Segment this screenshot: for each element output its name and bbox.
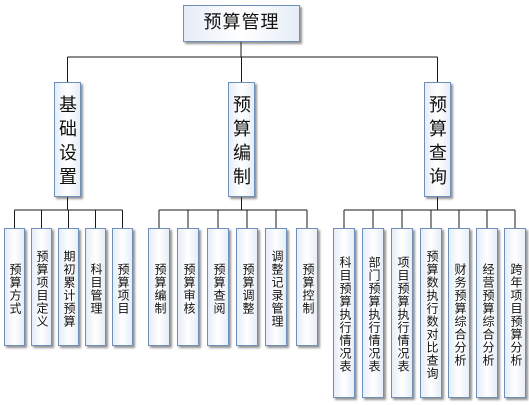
leaf-label: 财务预算综合分析 (453, 262, 467, 367)
leaf-label: 部门预算执行情况表 (367, 256, 381, 373)
leaf-node: 科目预算执行情况表 (333, 228, 355, 398)
leaf-label: 预算调整 (241, 262, 255, 315)
group-label: 预算编制 (230, 94, 251, 191)
leaf-node: 跨年项目预算分析 (504, 228, 526, 398)
leaf-label: 科目管理 (89, 262, 103, 315)
leaf-node: 预算调整 (236, 228, 258, 346)
leaf-label: 预算控制 (301, 262, 315, 315)
leaf-node: 期初累计预算 (58, 228, 79, 346)
leaf-node: 预算控制 (296, 228, 318, 346)
leaf-label: 期初累计预算 (62, 249, 76, 328)
leaf-label: 经营预算综合分析 (481, 262, 495, 367)
leaf-node: 项目预算执行情况表 (391, 228, 413, 398)
group-label: 预算查询 (426, 94, 447, 191)
root-label: 预算管理 (203, 12, 280, 33)
leaf-label: 预算数执行数对比查询 (425, 249, 439, 380)
leaf-label: 预算方式 (8, 262, 22, 315)
leaf-node: 预算方式 (4, 228, 25, 346)
leaf-node: 预算查阅 (207, 228, 229, 346)
leaf-node: 预算编制 (148, 228, 170, 346)
leaf-label: 预算审核 (182, 262, 196, 315)
leaf-label: 预算查阅 (212, 262, 226, 315)
leaf-label: 预算编制 (153, 262, 167, 315)
group-node-budget-preparation: 预算编制 (228, 82, 255, 197)
leaf-label: 项目预算执行情况表 (396, 256, 410, 373)
leaf-node: 预算审核 (177, 228, 199, 346)
leaf-label: 预算项目定义 (35, 249, 49, 328)
leaf-label: 预算项目 (116, 262, 130, 315)
group-node-budget-query: 预算查询 (424, 82, 451, 197)
leaf-node: 预算项目 (112, 228, 133, 346)
leaf-label: 调整记录管理 (270, 249, 284, 328)
leaf-node: 经营预算综合分析 (476, 228, 498, 398)
group-node-basic-settings: 基础设置 (54, 82, 81, 197)
leaf-label: 科目预算执行情况表 (338, 256, 352, 373)
leaf-node: 财务预算综合分析 (448, 228, 470, 398)
root-node: 预算管理 (183, 5, 300, 42)
leaf-node: 预算项目定义 (31, 228, 52, 346)
leaf-node: 科目管理 (85, 228, 106, 346)
leaf-label: 跨年项目预算分析 (509, 262, 523, 367)
leaf-node: 调整记录管理 (265, 228, 287, 346)
group-label: 基础设置 (56, 94, 77, 191)
leaf-node: 部门预算执行情况表 (362, 228, 384, 398)
leaf-node: 预算数执行数对比查询 (420, 228, 442, 398)
